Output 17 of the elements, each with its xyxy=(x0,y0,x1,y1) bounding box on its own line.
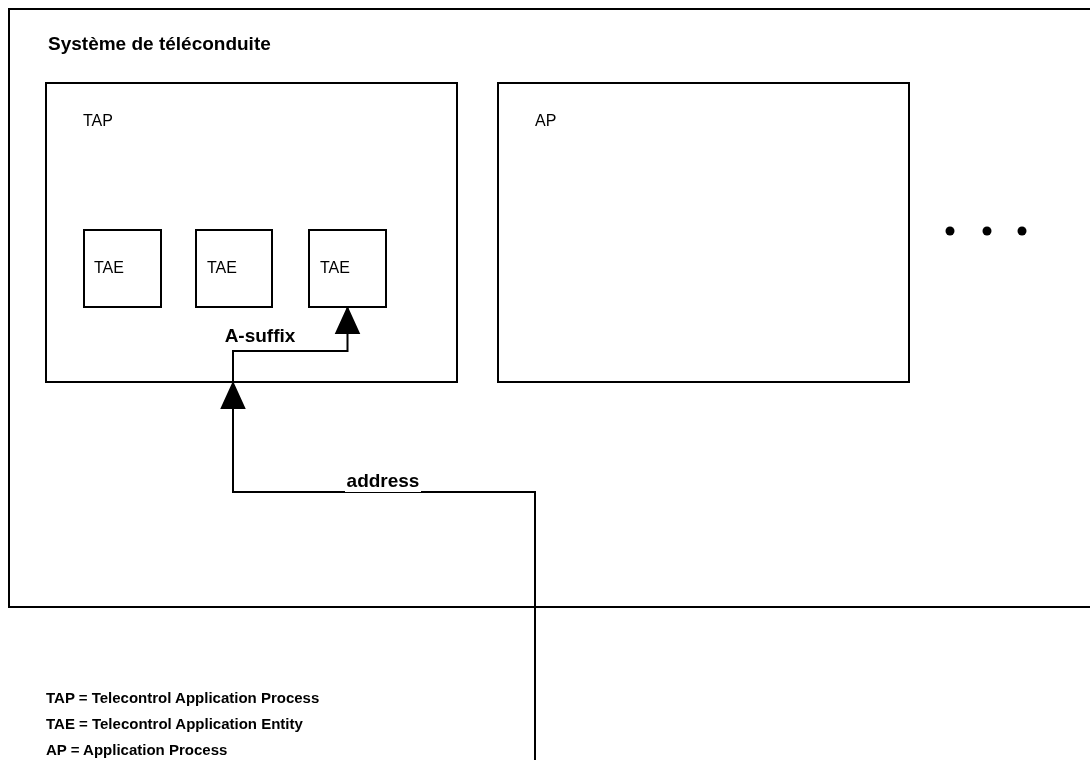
entity-box xyxy=(308,229,387,308)
node-label: TAE xyxy=(320,259,350,277)
abbreviation-note: TAP = Telecontrol Application Process xyxy=(46,689,320,707)
arrow xyxy=(232,307,360,384)
process-box xyxy=(45,82,458,383)
node-label: TAP xyxy=(83,112,113,130)
entity-box xyxy=(195,229,273,308)
system-boundary-box xyxy=(8,8,1090,608)
abbreviation-note: AP = Application Process xyxy=(46,741,228,759)
node-label: AP xyxy=(535,112,557,130)
abbreviation-note: TAE = Telecontrol Application Entity xyxy=(46,715,303,733)
entity-box xyxy=(83,229,162,308)
process-box xyxy=(497,82,910,383)
node-label: TAE xyxy=(207,259,237,277)
arrow xyxy=(220,382,536,760)
system-title: Système de téléconduite xyxy=(48,32,271,55)
node-label: TAE xyxy=(94,259,124,277)
